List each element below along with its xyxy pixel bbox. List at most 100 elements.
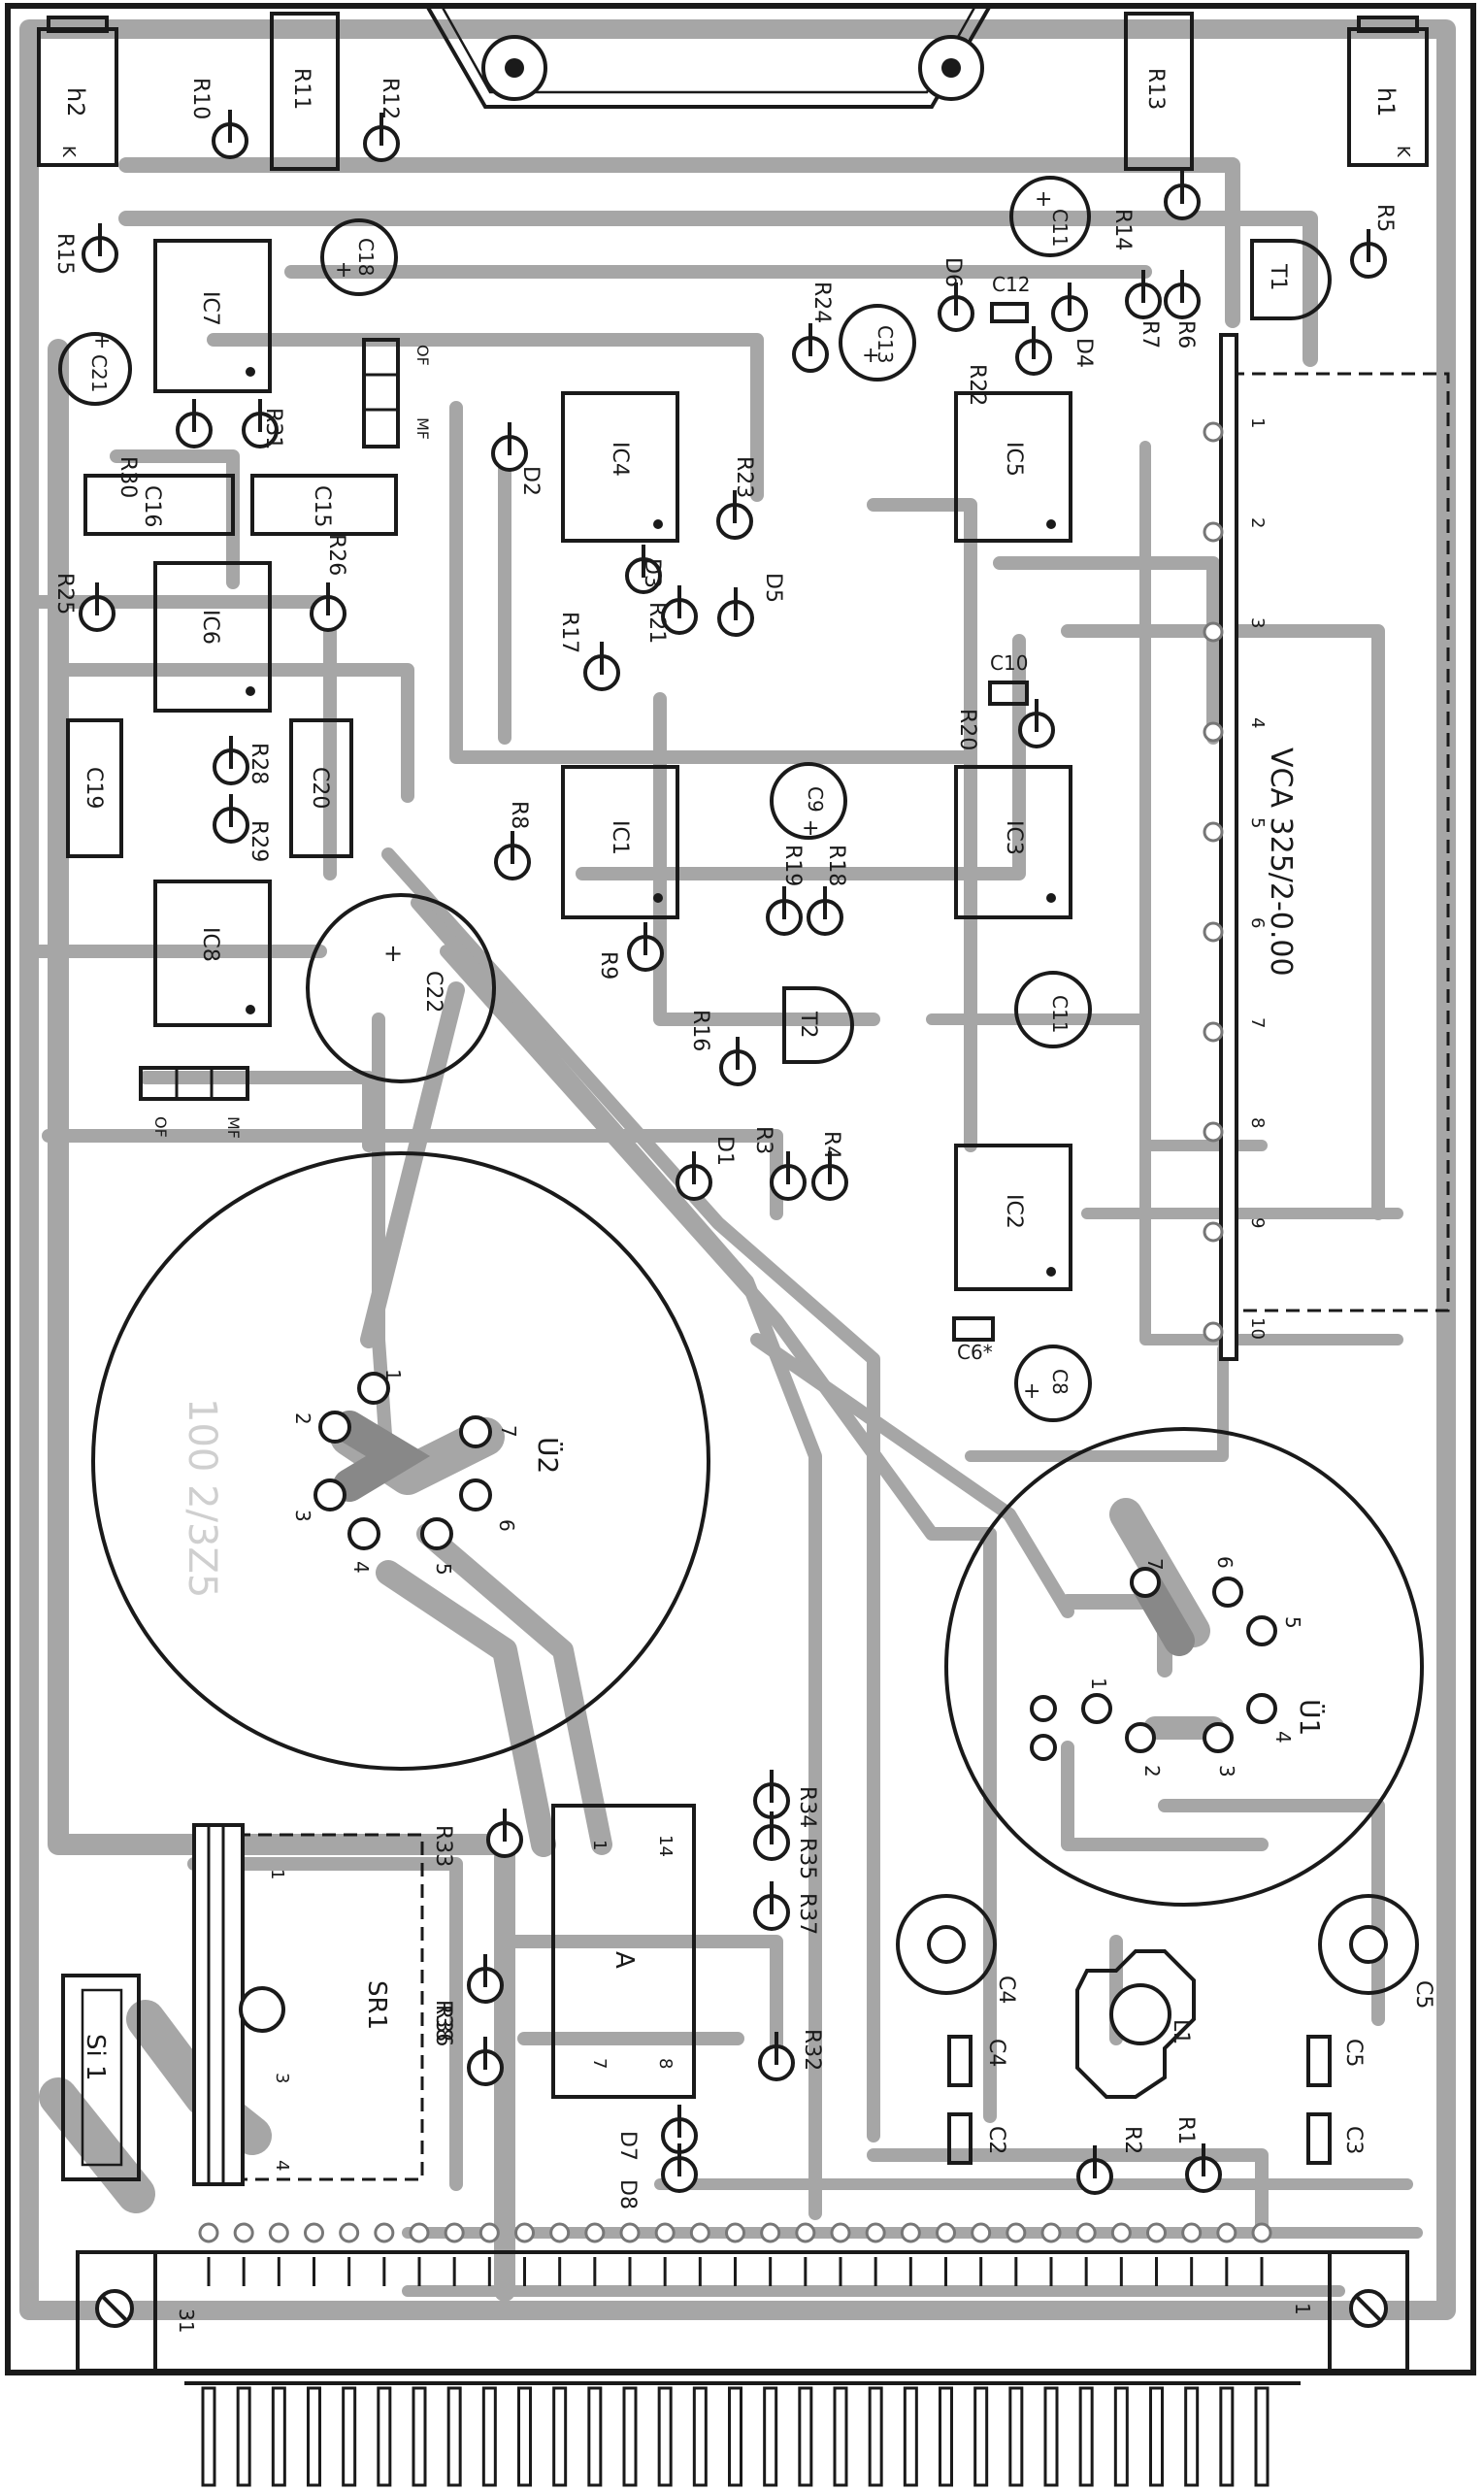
- part-r20: R20: [955, 699, 1055, 750]
- part-d1: D1: [676, 1136, 737, 1201]
- part-label: R21: [644, 602, 669, 644]
- svg-text:C9: C9: [804, 786, 827, 813]
- part-label: R15: [52, 233, 77, 275]
- part-label: R38: [431, 2000, 455, 2042]
- part-r17: R17: [557, 612, 620, 691]
- connector-finger: [1184, 2386, 1200, 2487]
- connector-finger: [481, 2386, 497, 2487]
- svg-text:IC8: IC8: [198, 927, 222, 962]
- ue1-pin-6: 6: [1213, 1556, 1237, 1569]
- part-r36: R36: [431, 2005, 504, 2086]
- connector-pin: [1181, 2222, 1203, 2286]
- part-label: R26: [324, 534, 348, 576]
- part-r15: R15: [52, 223, 118, 275]
- svg-text:8: 8: [655, 2058, 676, 2069]
- part-label: R31: [261, 408, 285, 449]
- resistor-r13-body: R13: [1124, 12, 1194, 171]
- part-r19: R19: [766, 845, 805, 936]
- ue2-pin-3: 3: [291, 1510, 314, 1522]
- svg-text:C6*: C6*: [957, 1341, 993, 1364]
- connector-finger: [1008, 2386, 1024, 2487]
- svg-text:C18: C18: [354, 238, 378, 276]
- connector-pin: [795, 2222, 816, 2286]
- rectifier-sr1: SR1 1 3 4: [192, 1823, 424, 2186]
- part-label: D7: [615, 2131, 640, 2161]
- connector-finger: [201, 2386, 216, 2487]
- svg-text:h1: h1: [1372, 87, 1400, 116]
- connector-finger: [903, 2386, 918, 2487]
- svg-text:C11: C11: [1048, 209, 1072, 247]
- part-r24: R24: [792, 282, 834, 373]
- vca-module-pin: 10: [1203, 1317, 1268, 1343]
- svg-text:IC2: IC2: [1002, 1194, 1026, 1229]
- part-label: D3: [640, 558, 664, 588]
- part-label: R12: [378, 78, 402, 119]
- vca-module-pin-label: 8: [1247, 1117, 1268, 1128]
- vca-module-pin: 3: [1203, 617, 1268, 643]
- inductor-l1: L1: [1075, 1949, 1196, 2099]
- part-label: R24: [809, 282, 834, 323]
- connector-pin: [1146, 2222, 1167, 2286]
- connector-finger: [1078, 2386, 1094, 2487]
- vca-module-pin-label: 7: [1247, 1017, 1268, 1028]
- connector-pin: [233, 2222, 254, 2286]
- part-label: D5: [761, 573, 785, 603]
- svg-text:+: +: [862, 344, 879, 368]
- ic-ic7: IC7: [153, 239, 272, 393]
- svg-text:C12: C12: [992, 273, 1030, 296]
- vca-module-pin-label: 9: [1247, 1217, 1268, 1228]
- svg-text:MF: MF: [224, 1116, 243, 1139]
- part-label: R37: [795, 1893, 819, 1935]
- ue1-pin-4: 4: [1271, 1731, 1295, 1744]
- capacitor-c2: C2: [947, 2112, 1008, 2165]
- led-h1: h1 K: [1347, 16, 1429, 167]
- svg-text:IC1: IC1: [608, 820, 632, 855]
- svg-text:C13: C13: [874, 325, 897, 363]
- switch-block-upper: OF MF: [362, 338, 432, 448]
- svg-text:IC5: IC5: [1002, 442, 1026, 477]
- connector-pin: [654, 2222, 676, 2286]
- connector-finger: [307, 2386, 321, 2487]
- connector-fingers: [184, 2381, 1301, 2487]
- connector-finger: [552, 2386, 568, 2487]
- connector-finger: [1219, 2386, 1235, 2487]
- part-label: R4: [819, 1131, 843, 1159]
- transformer-ue2-label: Ü2: [532, 1437, 565, 1474]
- ue2-pin-5: 5: [432, 1563, 455, 1576]
- svg-text:3: 3: [272, 2073, 292, 2083]
- part-r1: R1: [1173, 2116, 1222, 2193]
- svg-text:OF: OF: [151, 1116, 170, 1138]
- ue2-pin-6: 6: [495, 1519, 518, 1532]
- connector-pin: [1110, 2222, 1132, 2286]
- capacitor-c22: C22 +: [306, 893, 496, 1083]
- part-r29: R29: [213, 794, 271, 862]
- ic-ic4: IC4: [561, 391, 679, 543]
- part-r25: R25: [52, 573, 115, 632]
- led-h2: h2 K: [37, 16, 118, 167]
- part-label: R30: [115, 456, 140, 498]
- connector-finger: [692, 2386, 708, 2487]
- part-label: R8: [507, 801, 531, 829]
- part-label: R22: [965, 364, 989, 406]
- ue2-pin-4: 4: [349, 1561, 373, 1574]
- connector-pin: [339, 2222, 360, 2286]
- svg-text:C21: C21: [87, 354, 111, 392]
- capacitor-c3: C3: [1306, 2112, 1366, 2165]
- transistor-t2: T2: [782, 986, 854, 1064]
- capacitor-c7: C5: [1306, 2035, 1366, 2087]
- svg-text:+: +: [93, 329, 111, 353]
- connector-pin: [760, 2222, 781, 2286]
- connector-finger: [763, 2386, 778, 2487]
- part-r3: R3: [751, 1126, 807, 1201]
- part-label: R34: [795, 1786, 819, 1828]
- connector-finger: [1043, 2386, 1059, 2487]
- capacitor-c11: C9 +: [770, 762, 847, 841]
- ic-ic3: IC3: [954, 765, 1072, 919]
- part-label: R20: [955, 709, 979, 750]
- capacitor-c17: C16: [83, 474, 235, 536]
- ue1-pin-2: 2: [1140, 1765, 1164, 1777]
- svg-text:C16: C16: [140, 485, 164, 527]
- connector-block-left: [76, 2250, 157, 2373]
